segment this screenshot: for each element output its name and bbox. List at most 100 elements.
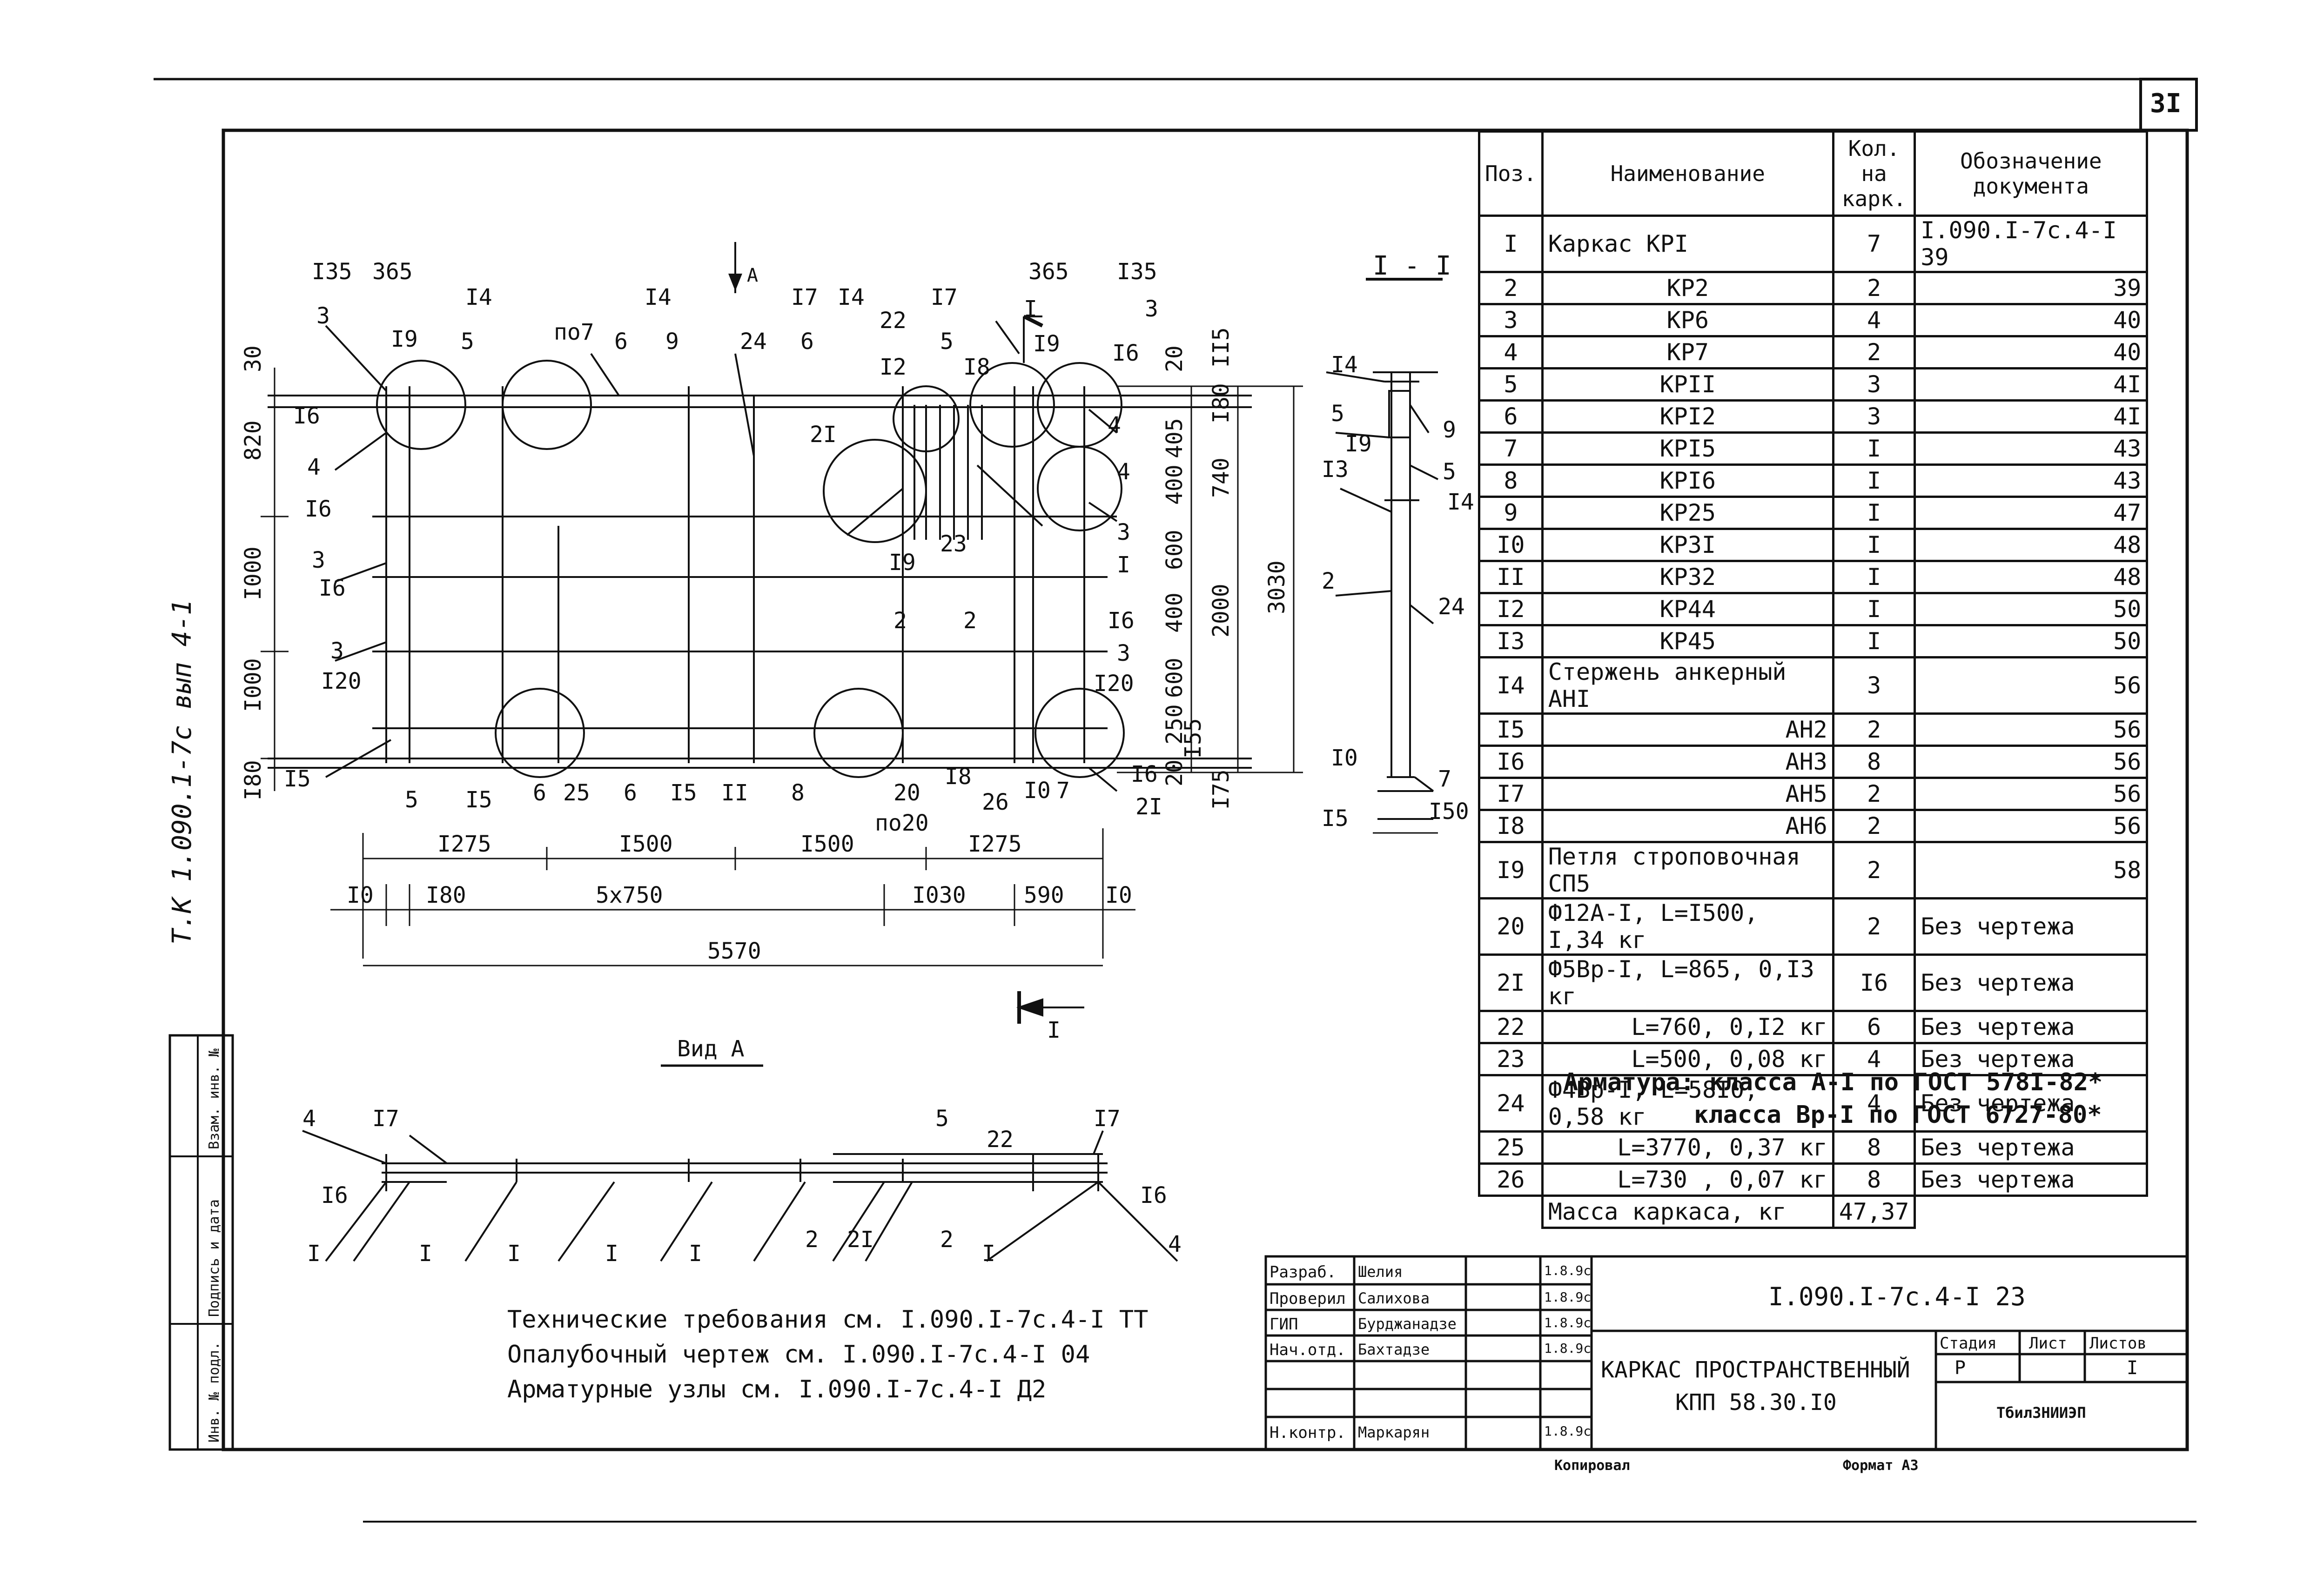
spec-pos: I2 [1478, 592, 1544, 626]
spec-name: Ф5Вр-I, L=865, 0,I3 кг [1541, 953, 1834, 1012]
spec-pos: I5 [1478, 712, 1544, 747]
pos-label: I [689, 1241, 702, 1267]
spec-qty: I [1832, 463, 1916, 498]
spec-name: АН3 [1541, 745, 1834, 779]
section-marker: I [1047, 1017, 1061, 1043]
dim-label: I500 [619, 831, 673, 857]
pos-label: I7 [1094, 1106, 1121, 1132]
pos-label: I6 [293, 403, 320, 429]
view-title: Вид А [677, 1036, 745, 1062]
pos-label: I5 [670, 780, 697, 806]
spec-name: Каркас КРI [1541, 215, 1834, 273]
spec-name: АН2 [1541, 712, 1834, 747]
specification-table: Поз. Наименование Кол. на карк. Обозначе… [1478, 130, 2149, 1229]
view-marker: А [747, 265, 758, 286]
spec-doc: 4I [1914, 399, 2149, 434]
dim-label: 820 [240, 420, 266, 461]
plan-view [261, 242, 1303, 1024]
dim-label: 2000 [1208, 584, 1234, 638]
dim-label: I275 [968, 831, 1022, 857]
header-name: Наименование [1541, 130, 1834, 217]
spec-qty: 4 [1832, 1074, 1916, 1133]
pos-label: I [307, 1241, 321, 1267]
archive-note: Т.К 1.090.1-7с вып 4-1 [167, 599, 197, 945]
spec-qty: 2 [1832, 809, 1916, 843]
pos-label: I5 [465, 787, 492, 813]
spec-qty: I [1832, 496, 1916, 530]
pos-label: 3 [1145, 296, 1158, 322]
spec-doc: I.090.I-7с.4-I 39 [1914, 215, 2149, 273]
spec-doc: 56 [1914, 656, 2149, 715]
stamp-label: Инв. № подл. [206, 1342, 222, 1443]
pos-label: 9 [665, 329, 679, 355]
section-marker: I [1024, 296, 1037, 322]
pos-label: 2 [805, 1227, 819, 1253]
requirement-line: Технические требования см. I.090.I-7с.4-… [507, 1306, 1149, 1334]
spec-doc: 40 [1914, 303, 2149, 337]
stamp-date: 1.8.9с [1544, 1341, 1592, 1356]
pos-label: 20 [893, 780, 920, 806]
spec-doc: Без чертежа [1914, 953, 2149, 1012]
dim-label: 400 [1162, 464, 1188, 505]
overall-dim-label: 5570 [707, 938, 761, 964]
mass-label: Масса каркаса, кг [1541, 1195, 1834, 1229]
left-stamp-strip [168, 1034, 234, 1451]
dim-label: 365 [372, 259, 413, 285]
pos-label: 5 [1443, 459, 1456, 485]
spec-pos: 4 [1478, 335, 1544, 369]
header-qty: Кол. на карк. [1832, 130, 1916, 217]
spec-name: АН6 [1541, 809, 1834, 843]
dim-label: 3030 [1264, 560, 1290, 614]
dim-label: I35 [1117, 259, 1157, 285]
spec-doc: 4I [1914, 367, 2149, 402]
pos-label: 5 [461, 329, 474, 355]
stamp-role: Нач.отд. [1269, 1341, 1346, 1359]
pos-label: 3 [1117, 519, 1130, 545]
spec-doc: 50 [1914, 592, 2149, 626]
spec-qty: 6 [1832, 1010, 1916, 1044]
pos-label: I6 [1131, 761, 1158, 787]
spec-pos: 26 [1478, 1162, 1544, 1197]
pos-label: I7 [372, 1106, 399, 1132]
spec-qty: 2 [1832, 897, 1916, 956]
spec-pos: 23 [1478, 1042, 1544, 1076]
stamp-name: Маркарян [1358, 1423, 1430, 1441]
stamp-role: Н.контр. [1269, 1423, 1346, 1442]
main-frame [222, 128, 2189, 1451]
dim-label: I275 [437, 831, 491, 857]
spec-pos: I3 [1478, 624, 1544, 658]
spec-qty: 8 [1832, 1162, 1916, 1197]
header-qty-line: карк. [1841, 186, 1907, 211]
dim-label: 30 [240, 345, 266, 372]
stamp-date: 1.8.9с [1544, 1423, 1592, 1439]
spec-doc: 56 [1914, 777, 2149, 811]
spec-pos: 7 [1478, 431, 1544, 466]
pos-label: 26 [982, 789, 1009, 815]
pos-label: I9 [1345, 431, 1372, 457]
pos-label: I20 [1094, 671, 1134, 697]
spec-qty: I [1832, 592, 1916, 626]
pos-label: 5 [940, 329, 954, 355]
section-labels: I - I I4 5 I9 I3 2 I0 I5 9 5 I4 24 7 I50 [1322, 251, 1474, 832]
spec-name: КР45 [1541, 624, 1834, 658]
pos-label: 5 [405, 787, 418, 813]
pos-label: 3 [312, 547, 325, 573]
spec-name: КРII [1541, 367, 1834, 402]
title-block [1264, 1255, 2189, 1451]
spec-name: КР3I [1541, 528, 1834, 562]
spec-qty: 7 [1832, 215, 1916, 273]
spec-name: L=760, 0,I2 кг [1541, 1010, 1834, 1044]
spec-pos: I [1478, 215, 1544, 273]
dim-label: I55 [1180, 718, 1206, 758]
pos-label: I4 [838, 284, 865, 310]
spec-qty: 2 [1832, 777, 1916, 811]
